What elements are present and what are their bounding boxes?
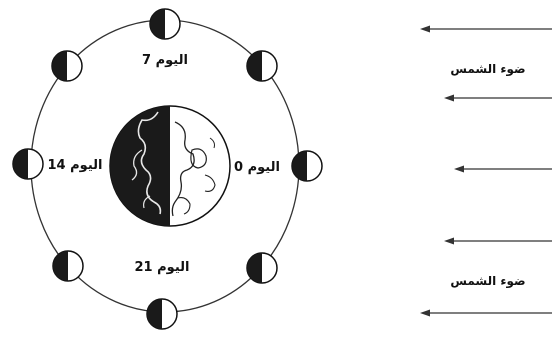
label-day-7: اليوم 7 [142,53,188,68]
label-sunlight-upper: ضوء الشمس [450,62,525,77]
moon-upper-left [51,50,83,82]
moon-lower-right [246,252,278,284]
label-day-21: اليوم 21 [135,260,190,275]
earth [109,105,231,227]
sunlight-arrows [420,25,552,317]
moon-upper-right [246,50,278,82]
moon-day-7 [149,8,181,40]
moon-day-14 [12,148,44,180]
label-day-14: اليوم 14 [48,158,103,173]
label-day-0: اليوم 0 [234,160,280,175]
moon-day-21 [146,298,178,330]
moon-lower-left [52,250,84,282]
label-sunlight-lower: ضوء الشمس [450,274,525,289]
moon-day-0 [291,150,323,182]
